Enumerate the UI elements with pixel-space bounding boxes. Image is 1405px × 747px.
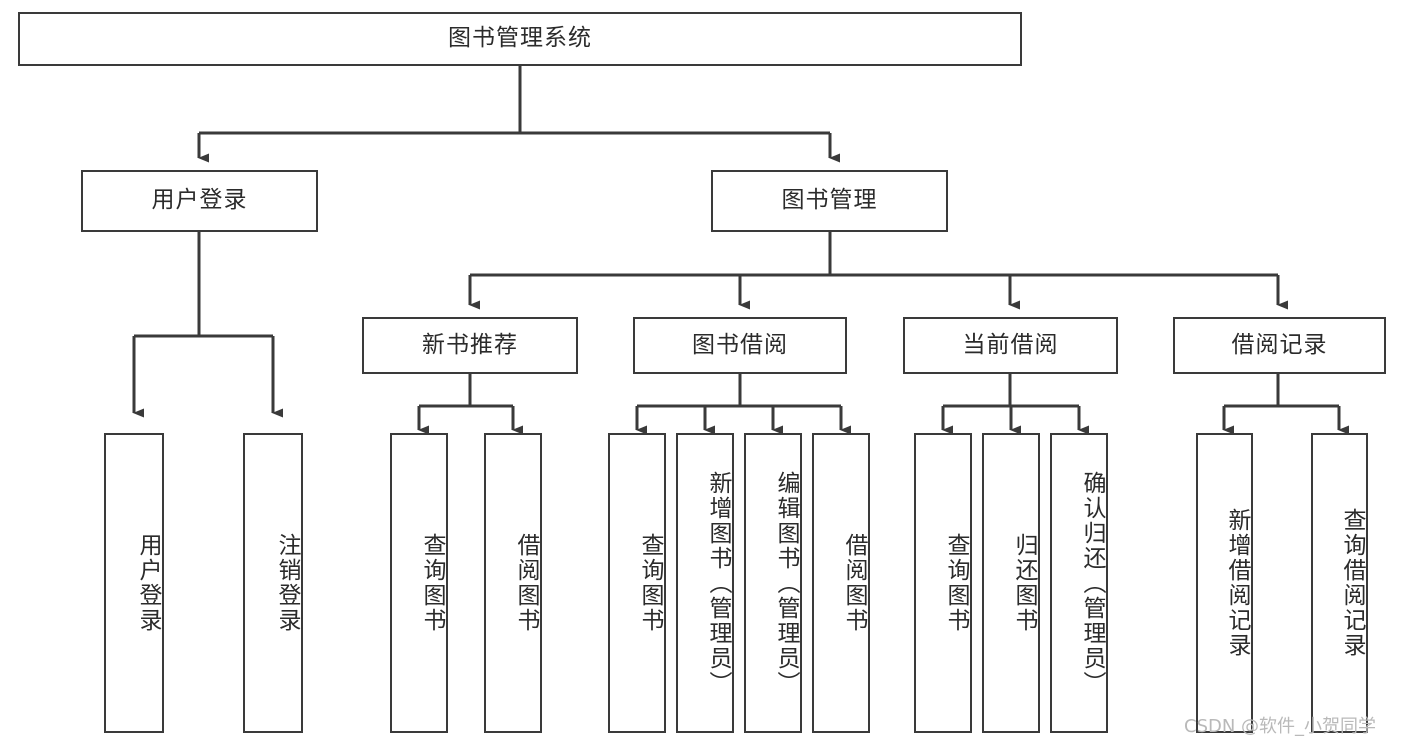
node-root-system[interactable]: 图书管理系统 — [18, 12, 1022, 66]
leaf-edit-book-admin[interactable]: 编辑图书（管理员） — [744, 433, 802, 733]
leaf-confirm-return-admin-label: 确认归还（管理员） — [1079, 470, 1105, 696]
node-book-borrow-label: 图书借阅 — [692, 331, 788, 358]
leaf-query-book-2[interactable]: 查询图书 — [608, 433, 666, 733]
node-new-book-recommend-label: 新书推荐 — [422, 331, 518, 358]
node-borrow-record-label: 借阅记录 — [1231, 331, 1328, 358]
node-current-borrow-label: 当前借阅 — [962, 331, 1059, 358]
leaf-borrow-book-1[interactable]: 借阅图书 — [484, 433, 542, 733]
node-root-system-label: 图书管理系统 — [448, 25, 592, 52]
leaf-add-book-admin-label: 新增图书（管理员） — [705, 470, 731, 696]
leaf-edit-book-admin-label: 编辑图书（管理员） — [773, 470, 799, 696]
node-book-management-label: 图书管理 — [781, 187, 878, 214]
node-book-borrow[interactable]: 图书借阅 — [633, 317, 847, 374]
leaf-add-borrow-record[interactable]: 新增借阅记录 — [1196, 433, 1253, 733]
node-current-borrow[interactable]: 当前借阅 — [903, 317, 1118, 374]
leaf-user-login-label: 用户登录 — [135, 533, 161, 633]
leaf-borrow-book-2[interactable]: 借阅图书 — [812, 433, 870, 733]
leaf-query-borrow-record-label: 查询借阅记录 — [1339, 508, 1365, 658]
leaf-return-book[interactable]: 归还图书 — [982, 433, 1040, 733]
node-new-book-recommend[interactable]: 新书推荐 — [362, 317, 578, 374]
leaf-confirm-return-admin[interactable]: 确认归还（管理员） — [1050, 433, 1108, 733]
leaf-logout-login[interactable]: 注销登录 — [243, 433, 303, 733]
node-user-login-label: 用户登录 — [151, 187, 248, 214]
leaf-query-borrow-record[interactable]: 查询借阅记录 — [1311, 433, 1368, 733]
leaf-user-login[interactable]: 用户登录 — [104, 433, 164, 733]
node-user-login[interactable]: 用户登录 — [81, 170, 318, 232]
leaf-query-book-2-label: 查询图书 — [637, 533, 663, 633]
leaf-query-book-3-label: 查询图书 — [943, 533, 969, 633]
leaf-query-book-1-label: 查询图书 — [419, 533, 445, 633]
leaf-query-book-1[interactable]: 查询图书 — [390, 433, 448, 733]
csdn-watermark: CSDN @软件_小贺同学 — [1184, 716, 1377, 737]
leaf-query-book-3[interactable]: 查询图书 — [914, 433, 972, 733]
leaf-add-book-admin[interactable]: 新增图书（管理员） — [676, 433, 734, 733]
leaf-add-borrow-record-label: 新增借阅记录 — [1224, 508, 1250, 658]
leaf-logout-login-label: 注销登录 — [274, 533, 300, 633]
node-borrow-record[interactable]: 借阅记录 — [1173, 317, 1386, 374]
leaf-borrow-book-2-label: 借阅图书 — [841, 533, 867, 633]
node-book-management[interactable]: 图书管理 — [711, 170, 948, 232]
leaf-return-book-label: 归还图书 — [1011, 533, 1037, 633]
leaf-borrow-book-1-label: 借阅图书 — [513, 533, 539, 633]
